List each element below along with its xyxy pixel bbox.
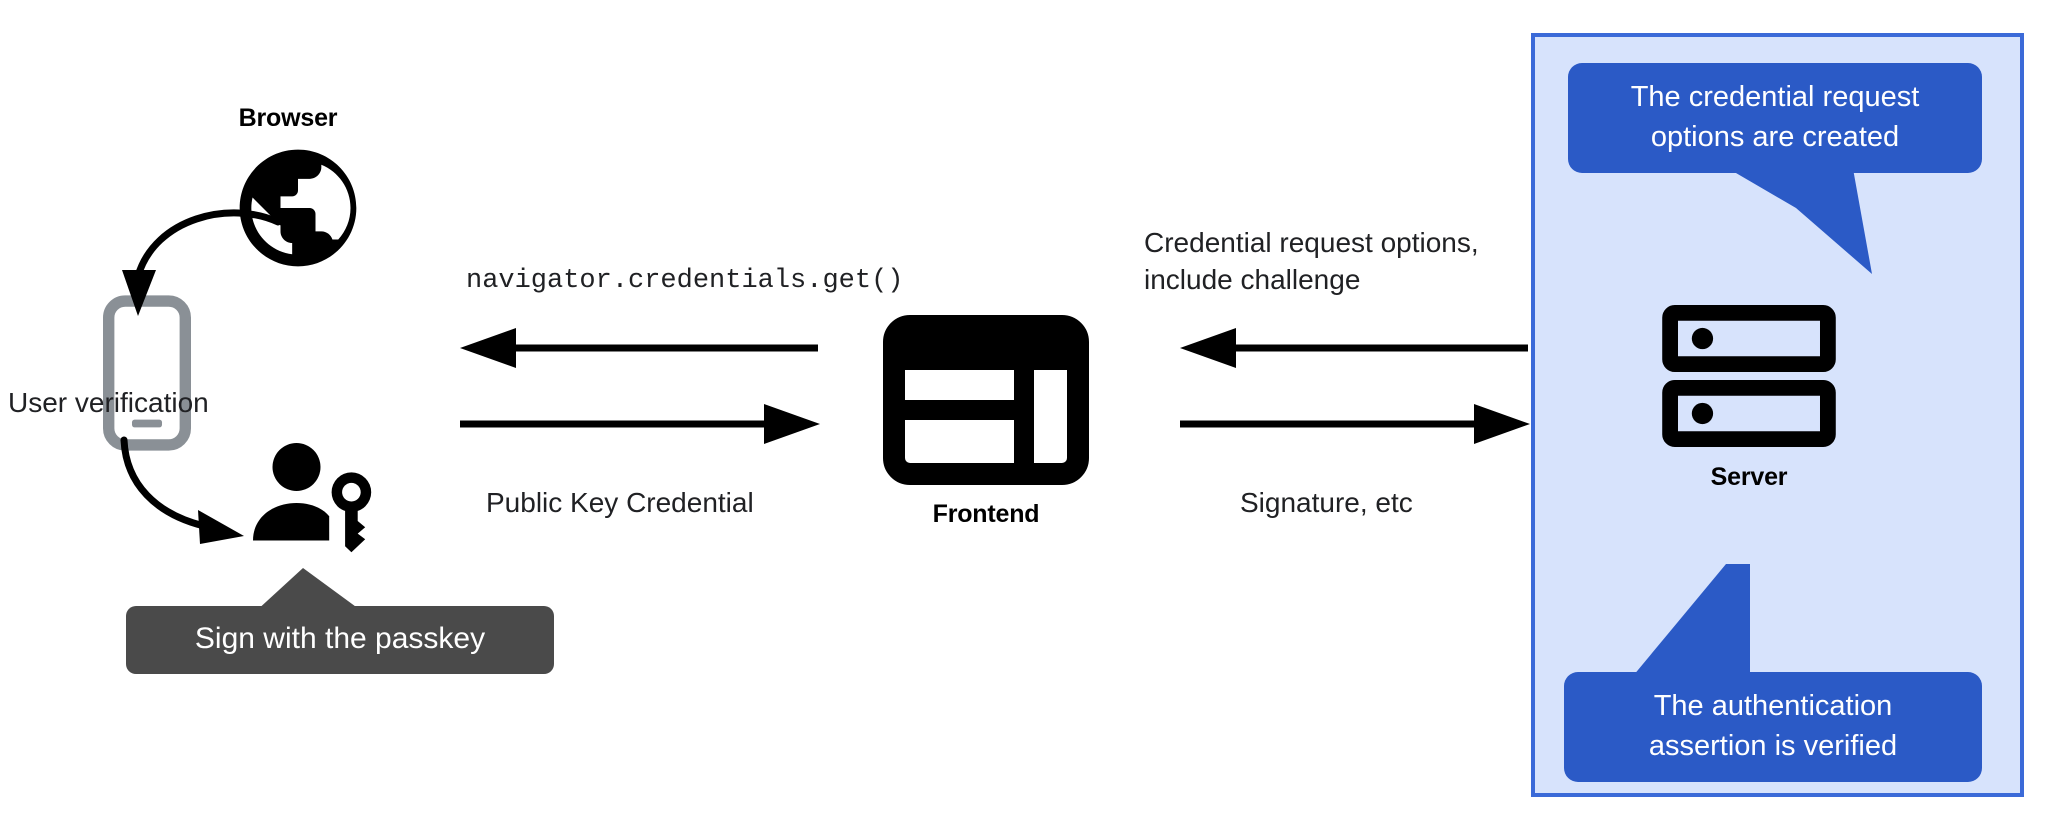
assertion-verified-callout: The authentication assertion is verified [1564,672,1982,782]
browser-label: Browser [238,104,338,132]
frontend-label: Frontend [932,500,1040,528]
curved-arrow-phone-to-user [112,432,332,572]
options-created-pointer [1700,152,1920,282]
curved-arrow-browser-to-phone [60,180,300,340]
signature-etc-label: Signature, etc [1240,487,1413,518]
navigator-credentials-get-label: navigator.credentials.get() [466,266,904,296]
web-layout-icon [883,315,1089,485]
sign-passkey-pointer [255,568,375,618]
options-created-callout: The credential request options are creat… [1568,63,1982,173]
arrow-frontend-to-browser [460,328,820,368]
server-label: Server [1710,463,1788,491]
arrow-browser-to-frontend [460,404,820,444]
sign-with-passkey-tooltip: Sign with the passkey [126,606,554,674]
user-with-key-icon [250,440,382,560]
server-rack-icon [1662,305,1836,447]
assertion-verified-pointer [1628,564,1838,694]
arrow-server-to-frontend [1180,328,1530,368]
mobile-phone-icon [103,293,192,453]
credential-request-options-label: Credential request options, include chal… [1144,227,1479,295]
user-verification-label: User verification [8,387,209,418]
public-key-credential-label: Public Key Credential [486,487,754,518]
globe-icon [228,138,368,278]
arrow-frontend-to-server [1180,404,1530,444]
